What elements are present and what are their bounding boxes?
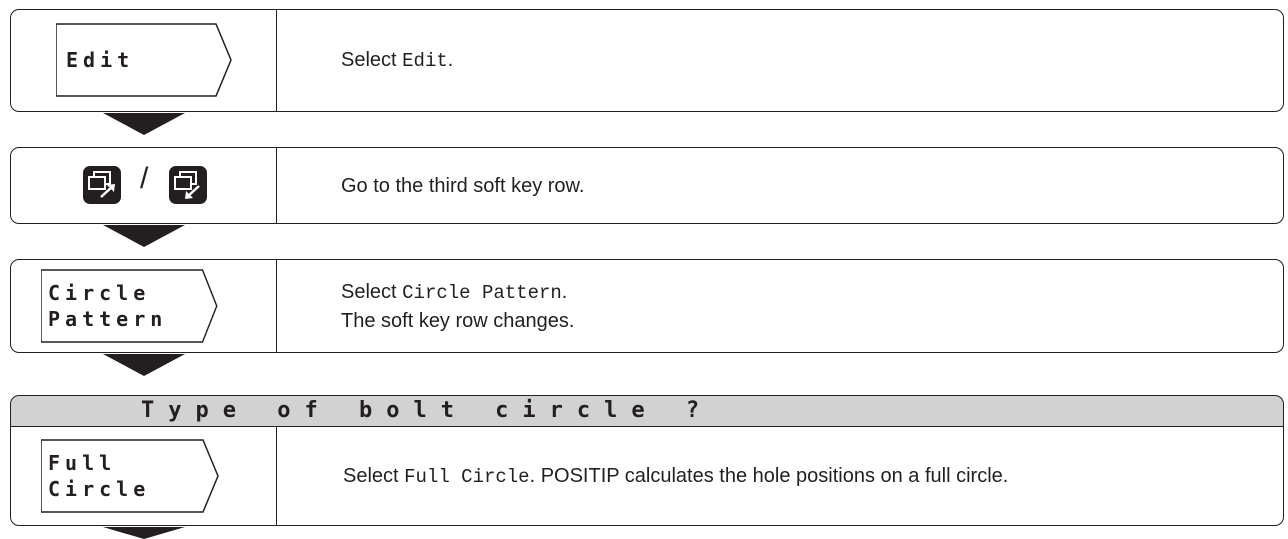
full-circle-softkey[interactable]: Full Circle	[41, 439, 221, 513]
step-full-circle: Full Circle Select Full Circle. POSITIP …	[10, 426, 1284, 526]
key-cell: Edit	[11, 10, 277, 111]
prompt-text: Type of bolt circle ?	[141, 398, 714, 423]
softkey-outline	[41, 439, 219, 513]
key-cell: /	[11, 148, 277, 223]
page-up-icon[interactable]	[83, 166, 121, 204]
key-cell: Full Circle	[11, 427, 277, 525]
softkey-label: Edit	[66, 48, 135, 72]
flow-arrow-icon	[103, 354, 185, 376]
edit-softkey[interactable]: Edit	[56, 23, 236, 97]
step-description: Select Full Circle. POSITIP calculates t…	[343, 427, 1279, 525]
softkey-label: Circle	[48, 477, 151, 501]
softkey-label: Circle	[48, 281, 151, 305]
desc-text: . POSITIP calculates the hole positions …	[529, 464, 1009, 487]
softkey-label: Pattern	[48, 307, 168, 331]
step-description: Go to the third soft key row.	[341, 148, 1273, 223]
desc-code: Circle Pattern	[402, 281, 562, 304]
flow-arrow-icon	[103, 527, 185, 539]
step-description: Select Edit.	[341, 10, 1273, 111]
circle-pattern-softkey[interactable]: Circle Pattern	[41, 269, 221, 343]
desc-text: .	[447, 49, 454, 71]
key-separator: /	[140, 162, 149, 195]
softkey-outline	[41, 269, 218, 343]
desc-text: Select	[341, 280, 403, 303]
step-page-keys: / Go to the third soft key row.	[10, 147, 1284, 224]
desc-code: Full Circle	[404, 465, 530, 488]
softkey-outline	[56, 23, 232, 97]
softkey-label: Full	[48, 451, 117, 475]
desc-text: .	[561, 280, 568, 303]
page-down-icon[interactable]	[169, 166, 207, 204]
desc-text: Select	[341, 49, 403, 71]
desc-text: The soft key row changes.	[341, 309, 575, 332]
dialog-prompt: Type of bolt circle ?	[10, 395, 1284, 427]
flow-arrow-icon	[103, 225, 185, 247]
step-circle-pattern: Circle Pattern Select Circle Pattern. Th…	[10, 259, 1284, 353]
desc-code: Edit	[402, 50, 448, 72]
step-edit: Edit Select Edit.	[10, 9, 1284, 112]
flow-arrow-icon	[103, 113, 185, 135]
key-cell: Circle Pattern	[11, 260, 277, 352]
step-description: Select Circle Pattern. The soft key row …	[341, 260, 1273, 352]
desc-text: Select	[343, 464, 405, 487]
desc-text: Go to the third soft key row.	[341, 174, 585, 197]
